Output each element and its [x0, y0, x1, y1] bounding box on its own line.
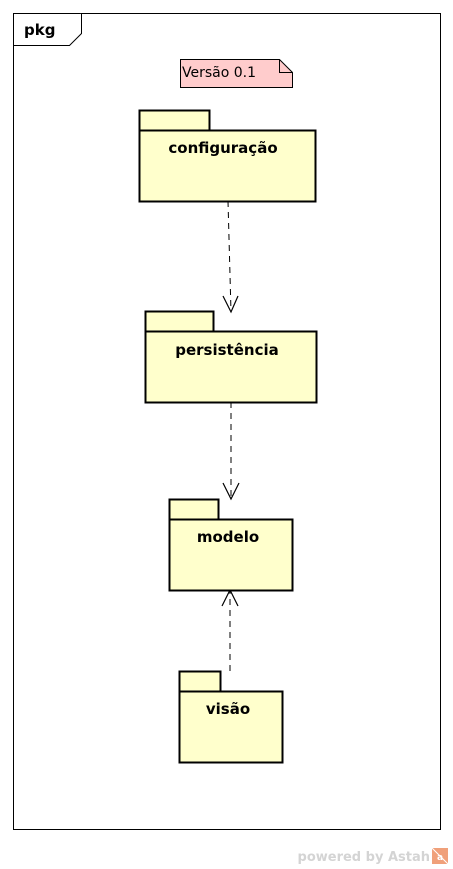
- dependency-persistencia-to-modelo[interactable]: [222, 402, 240, 501]
- powered-by-text: powered by Astah: [298, 850, 430, 865]
- dependency-configuracao-to-persistencia[interactable]: [222, 200, 239, 314]
- frame-label: pkg: [24, 21, 55, 39]
- version-note[interactable]: Versão 0.1: [180, 59, 293, 88]
- package-modelo[interactable]: modelo: [168, 498, 294, 592]
- package-persistencia[interactable]: persistência: [144, 310, 318, 404]
- package-modelo-label: modelo: [197, 528, 259, 546]
- package-visao-label: visão: [206, 700, 250, 718]
- package-configuracao[interactable]: configuração: [138, 109, 317, 203]
- package-visao[interactable]: visão: [178, 670, 284, 764]
- package-persistencia-label: persistência: [175, 341, 278, 359]
- note-text: Versão 0.1: [182, 65, 256, 81]
- footer: powered by Astah a: [298, 847, 449, 865]
- astah-logo-icon: a: [431, 847, 449, 865]
- package-configuracao-label: configuração: [168, 139, 277, 157]
- astah-logo-glyph: a: [437, 853, 443, 863]
